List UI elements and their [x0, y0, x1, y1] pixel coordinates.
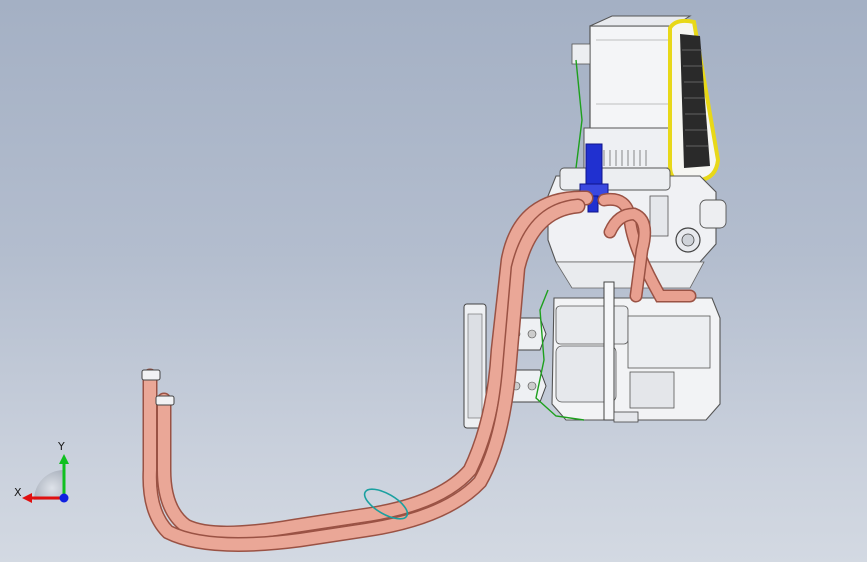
short-hoses[interactable] — [597, 192, 697, 303]
x-axis-label: X — [14, 486, 22, 499]
z-axis-dot — [59, 493, 69, 503]
hose-clamp[interactable] — [360, 483, 412, 524]
wire-harness[interactable] — [535, 59, 585, 421]
y-axis-arrowhead — [59, 454, 69, 464]
triad-plane — [34, 470, 64, 500]
orientation-triad: Y X — [14, 440, 69, 503]
highlighted-evaporator[interactable] — [668, 18, 721, 182]
upper-housing[interactable] — [571, 15, 692, 169]
long-hoses[interactable] — [141, 190, 594, 552]
x-axis-arrowhead — [22, 493, 32, 503]
lower-housing[interactable] — [551, 281, 721, 423]
side-bracket[interactable] — [463, 303, 487, 429]
y-axis-label: Y — [57, 440, 65, 453]
